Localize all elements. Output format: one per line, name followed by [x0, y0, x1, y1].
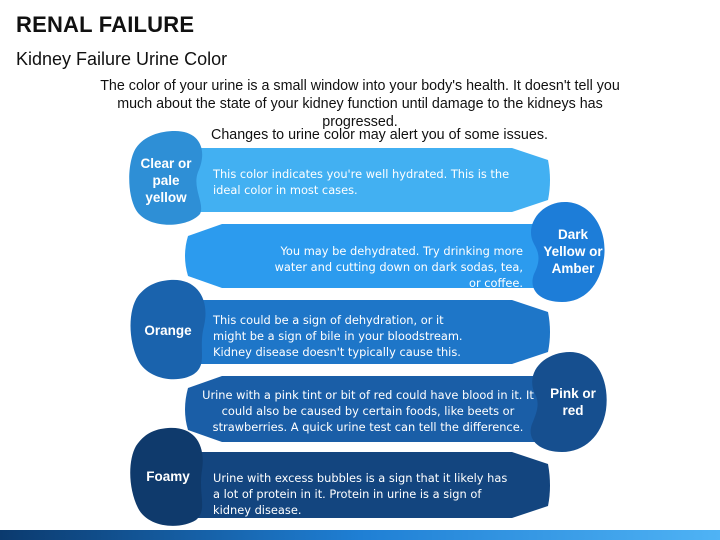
- row-bar-orange: [190, 300, 550, 364]
- intro-paragraph: The color of your urine is a small windo…: [100, 78, 620, 130]
- row-blob-foamy: [130, 427, 203, 526]
- note-text: Changes to urine color may alert you of …: [211, 127, 548, 143]
- row-label-foamy: Foamy: [146, 469, 190, 484]
- row-blob-dark-yellow: [530, 202, 605, 302]
- row-description-clear: This color indicates you're well hydrate…: [213, 167, 510, 197]
- slide-subtitle: Kidney Failure Urine Color: [16, 49, 228, 69]
- row-description-foamy: Urine with excess bubbles is a sign that…: [213, 471, 508, 517]
- slide-title: RENAL FAILURE: [16, 12, 195, 37]
- row-bar-clear: [190, 148, 550, 212]
- row-description-pink: Urine with a pink tint or bit of red cou…: [202, 388, 534, 434]
- row-blob-clear: [129, 131, 203, 225]
- row-label-pink: Pink or red: [550, 386, 596, 418]
- row-bar-pink: [185, 376, 540, 442]
- row-label-dark-yellow: Dark Yellow or Amber: [543, 227, 603, 276]
- row-bar-dark-yellow: [185, 224, 540, 288]
- row-bar-foamy: [190, 452, 550, 518]
- row-description-orange: This could be a sign of dehydration, or …: [213, 313, 463, 359]
- row-blob-orange: [130, 279, 206, 380]
- footer-accent-bar: [0, 530, 720, 540]
- row-label-orange: Orange: [144, 323, 192, 338]
- row-description-dark-yellow: You may be dehydrated. Try drinking more…: [274, 244, 523, 290]
- row-label-clear: Clear or pale yellow: [140, 156, 192, 205]
- row-blob-pink: [530, 352, 607, 452]
